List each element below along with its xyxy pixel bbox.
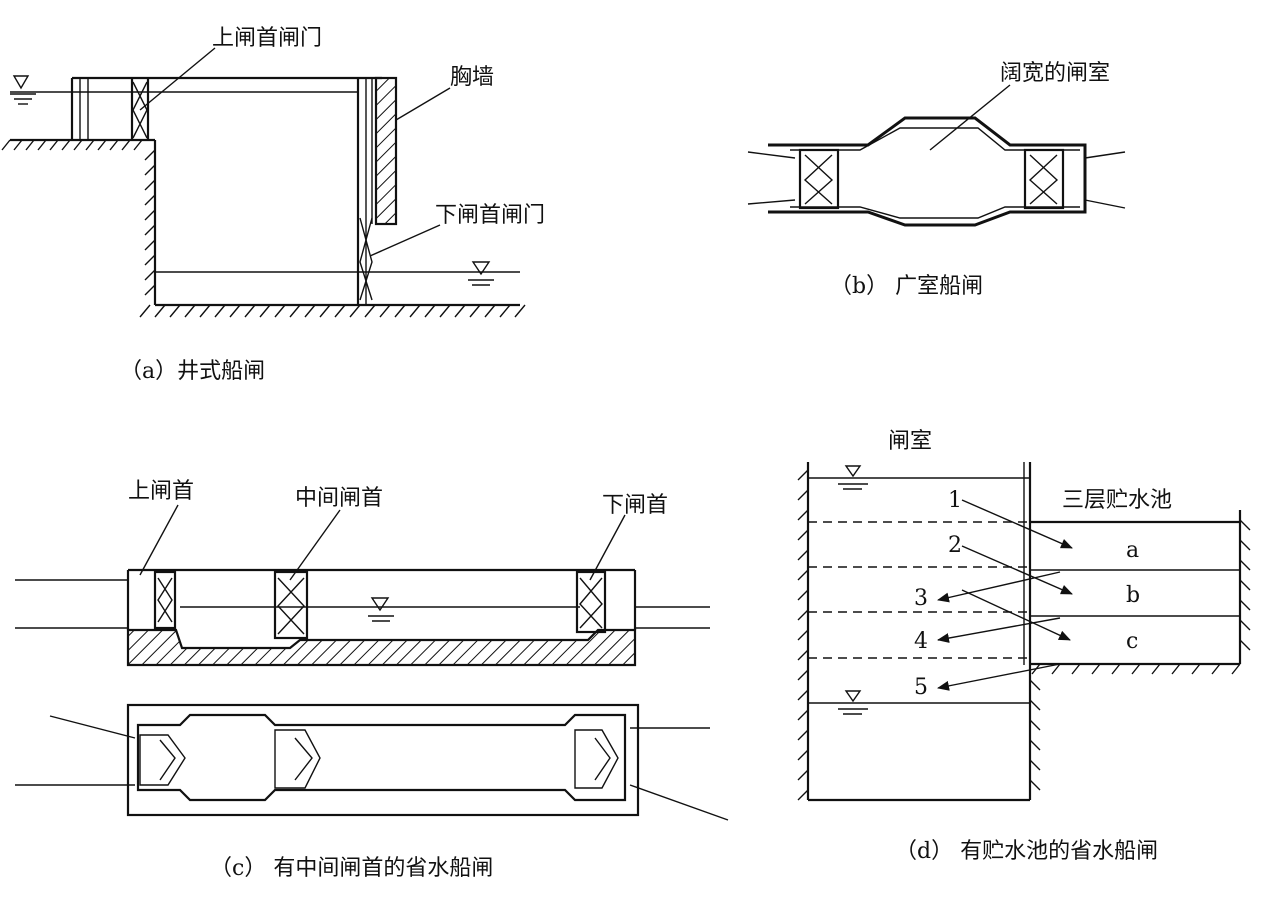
- panel-a-caption: （a）井式船闸: [120, 359, 265, 384]
- level-5-label: 5: [914, 675, 928, 700]
- basin-label: 三层贮水池: [1062, 488, 1172, 513]
- lower-head-label: 下闸首: [602, 493, 668, 518]
- water-level-icon: [468, 261, 494, 286]
- level-2-label: 2: [948, 533, 962, 558]
- panel-d-storage-basin-lock: 1 2 3 4 5 a b c 闸室 三层贮水池 （d） 有贮水池的省水船闸: [797, 429, 1251, 864]
- panel-b-wide-chamber-lock: 阔宽的闸室 （b） 广室船闸: [747, 61, 1126, 299]
- water-level-icon: [838, 465, 868, 490]
- water-level-icon: [838, 690, 868, 715]
- layer-b-label: b: [1126, 583, 1140, 608]
- level-1-label: 1: [948, 488, 962, 513]
- breast-wall-label: 胸墙: [450, 65, 494, 90]
- middle-head-label: 中间闸首: [295, 486, 383, 511]
- upper-head-label: 上闸首: [128, 479, 194, 504]
- panel-a-shaft-lock: 上闸首闸门 胸墙 下闸首闸门 （a）井式船闸: [1, 26, 545, 384]
- water-level-icon: [368, 597, 394, 622]
- level-4-label: 4: [914, 629, 928, 654]
- wide-chamber-label: 阔宽的闸室: [1000, 61, 1110, 86]
- water-level-icon: [10, 75, 36, 105]
- panel-b-caption: （b） 广室船闸: [830, 274, 983, 299]
- upper-gate-label: 上闸首闸门: [212, 26, 322, 51]
- panel-c-caption: （c） 有中间闸首的省水船闸: [210, 856, 493, 881]
- panel-d-caption: （d） 有贮水池的省水船闸: [895, 839, 1158, 864]
- panel-c-middle-head-lock: 上闸首 中间闸首 下闸首 （c） 有中间闸首的省水船闸: [15, 479, 729, 881]
- layer-c-label: c: [1126, 629, 1138, 654]
- lower-gate-label: 下闸首闸门: [435, 203, 545, 228]
- layer-a-label: a: [1126, 538, 1139, 563]
- level-3-label: 3: [914, 586, 928, 611]
- chamber-label: 闸室: [888, 429, 932, 454]
